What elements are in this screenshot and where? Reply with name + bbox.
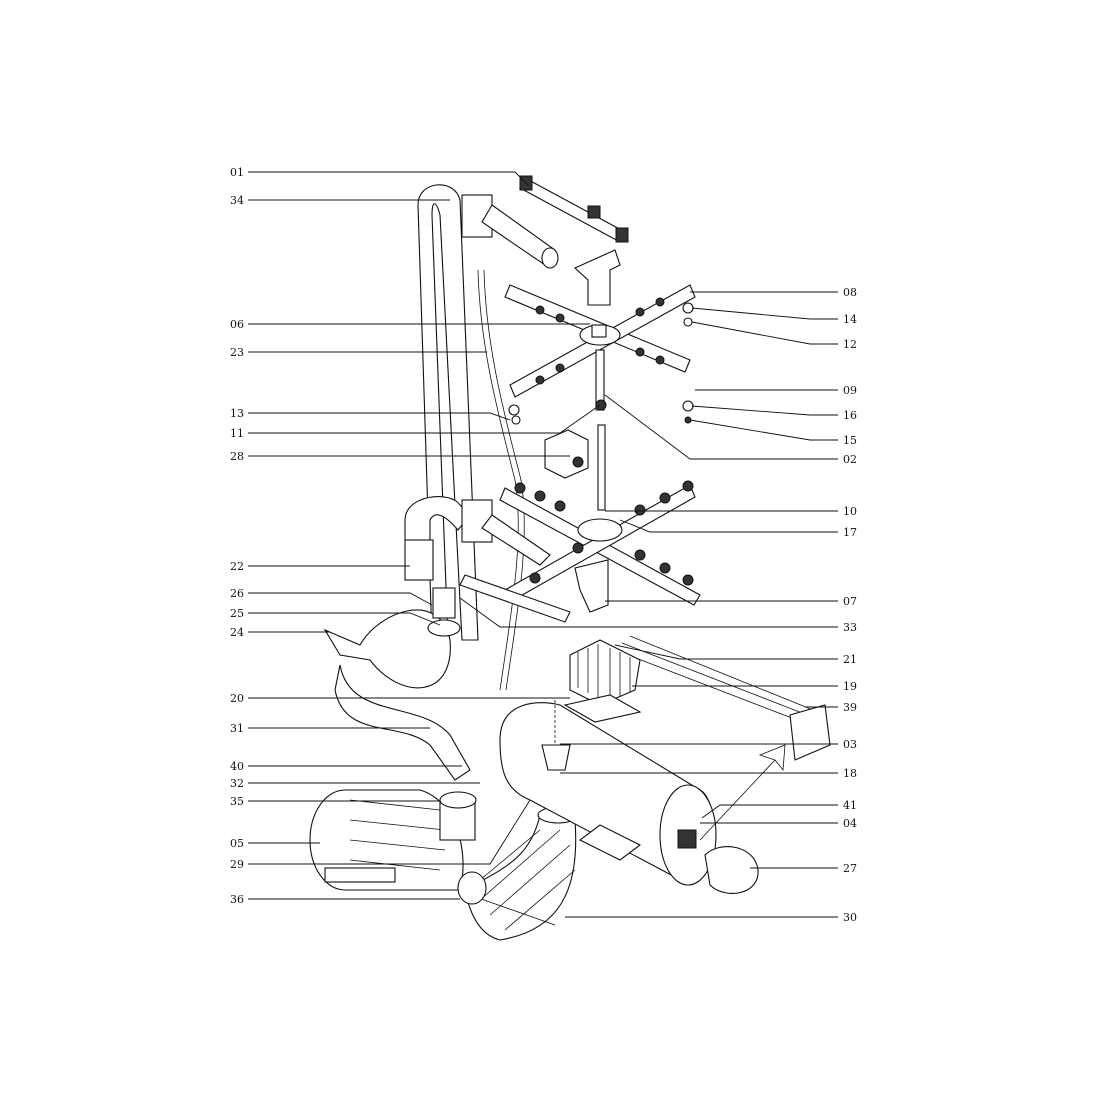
part-label: 17 <box>843 526 857 539</box>
top-connector-pipe <box>519 177 626 243</box>
part-label: 23 <box>230 346 244 359</box>
part-label: 28 <box>230 450 244 463</box>
cover-cap <box>704 846 759 894</box>
part-label: 04 <box>843 817 857 830</box>
part-label: 16 <box>843 409 857 422</box>
pump <box>309 789 477 891</box>
control-box <box>544 429 589 479</box>
drain-fitting <box>541 744 571 771</box>
part-label: 08 <box>843 286 857 299</box>
part-label: 06 <box>230 318 244 331</box>
part-label: 10 <box>843 505 857 518</box>
lower-spray-arm <box>499 480 701 606</box>
part-label: 05 <box>230 837 244 850</box>
part-label: 18 <box>843 767 857 780</box>
suction-pipe <box>323 609 451 689</box>
part-label: 19 <box>843 680 857 693</box>
parts-drawing <box>309 175 831 941</box>
part-label: 32 <box>230 777 244 790</box>
lower-elbow <box>574 559 609 613</box>
part-label: 01 <box>230 166 244 179</box>
part-label: 15 <box>843 434 857 447</box>
part-label: 12 <box>843 338 857 351</box>
part-label: 13 <box>230 407 244 420</box>
leader-lines <box>248 171 838 918</box>
part-label: 02 <box>843 453 857 466</box>
part-label: 35 <box>230 795 244 808</box>
part-label: 36 <box>230 893 244 906</box>
part-label: 07 <box>843 595 857 608</box>
part-label: 21 <box>843 653 857 666</box>
part-label: 25 <box>230 607 244 620</box>
part-label: 27 <box>843 862 857 875</box>
part-label: 41 <box>843 799 857 812</box>
part-label: 33 <box>843 621 857 634</box>
part-label: 34 <box>230 194 244 207</box>
upper-spray-arm <box>504 284 696 398</box>
elbow-fitting <box>574 249 621 306</box>
part-label: 03 <box>843 738 857 751</box>
filter <box>569 639 641 706</box>
hose <box>477 269 519 691</box>
part-label: 31 <box>230 722 244 735</box>
part-label: 29 <box>230 858 244 871</box>
part-label: 11 <box>230 427 244 440</box>
braided-hose <box>464 814 577 941</box>
part-label: 09 <box>843 384 857 397</box>
heating-element <box>614 635 819 726</box>
right-part-labels: 08 14 12 09 16 15 02 10 17 07 33 21 19 3… <box>843 286 857 924</box>
part-label: 24 <box>230 626 244 639</box>
part-label: 39 <box>843 701 857 714</box>
part-label: 40 <box>230 760 244 773</box>
part-label: 30 <box>843 911 857 924</box>
part-label: 22 <box>230 560 244 573</box>
part-label: 26 <box>230 587 244 600</box>
part-label: 20 <box>230 692 244 705</box>
part-label: 14 <box>843 313 857 326</box>
left-part-labels: 01 34 06 23 13 11 28 22 26 25 24 20 31 4… <box>230 166 244 906</box>
